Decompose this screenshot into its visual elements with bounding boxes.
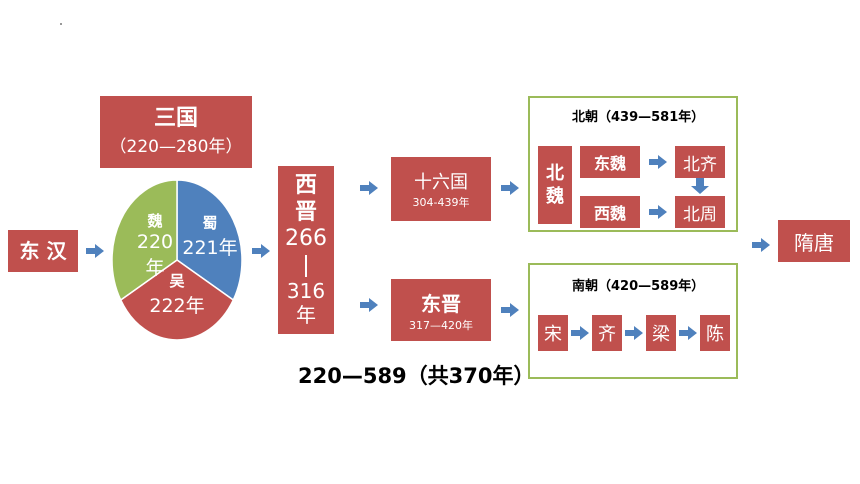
pie-slice-wei [112, 180, 178, 302]
qi-box: 齐 [592, 315, 622, 351]
liang-label: 梁 [652, 324, 670, 345]
wei-name: 魏 [147, 212, 163, 230]
northern-dynasties-frame: 北朝（439—581年） 北 魏 东魏 西魏 北齐 北周 [528, 96, 738, 232]
shu-name: 蜀 [202, 214, 218, 232]
shu-year: 221年 [182, 237, 238, 259]
arrow-icon [571, 326, 589, 340]
wei-label-group: 魏 220年 [130, 210, 180, 280]
arrow-icon [86, 244, 104, 258]
western-jin-start: 266 [285, 226, 327, 252]
western-wei-label: 西魏 [593, 204, 626, 223]
sui-tang-label: 隋唐 [794, 230, 834, 255]
northern-zhou-label: 北周 [683, 204, 717, 225]
arrow-icon [360, 298, 378, 312]
arrow-down-icon [691, 178, 709, 194]
eastern-jin-title: 东晋 [421, 291, 461, 316]
arrow-icon [252, 244, 270, 258]
liang-box: 梁 [646, 315, 676, 351]
eastern-wei-label: 东魏 [593, 154, 626, 173]
song-box: 宋 [538, 315, 568, 351]
western-jin-char2: 晋 [294, 199, 317, 225]
pie-slice-wu [119, 259, 235, 340]
northern-qi-box: 北齐 [675, 146, 725, 178]
sixteen-kingdoms-years: 304-439年 [412, 196, 470, 209]
eastern-jin-years: 317—420年 [409, 318, 473, 332]
three-kingdoms-pie [112, 180, 242, 340]
arrow-icon [501, 181, 519, 195]
sixteen-kingdoms-title: 十六国 [414, 172, 468, 193]
period-caption: 220—589（共370年） [298, 364, 535, 388]
arrow-icon [649, 205, 667, 219]
northern-wei-char2: 魏 [546, 186, 564, 207]
wei-year: 220年 [136, 231, 174, 279]
eastern-wei-box: 东魏 [580, 146, 640, 178]
chen-label: 陈 [706, 324, 724, 345]
northern-zhou-box: 北周 [675, 196, 725, 228]
northern-wei-box: 北 魏 [538, 146, 572, 224]
arrow-icon [679, 326, 697, 340]
arrow-icon [625, 326, 643, 340]
three-kingdoms-years: （220—280年） [109, 136, 243, 157]
pie-slice-shu [176, 180, 242, 302]
qi-label: 齐 [598, 324, 616, 345]
stray-dot [60, 23, 62, 25]
arrow-icon [501, 303, 519, 317]
northern-wei-char1: 北 [546, 162, 564, 184]
three-kingdoms-box: 三国 （220—280年） [100, 96, 252, 168]
east-han-box: 东 汉 [8, 230, 78, 272]
sui-tang-box: 隋唐 [778, 220, 850, 262]
northern-qi-label: 北齐 [683, 154, 717, 175]
northern-dynasties-title: 北朝（439—581年） [572, 110, 705, 125]
wu-name: 吴 [169, 272, 185, 290]
wu-year: 222年 [149, 295, 205, 317]
sixteen-kingdoms-box: 十六国 304-439年 [391, 157, 491, 221]
arrow-icon [752, 238, 770, 252]
western-jin-char1: 西 [294, 173, 317, 199]
shu-label-group: 蜀 221年 [180, 212, 240, 260]
eastern-jin-box: 东晋 317—420年 [391, 279, 491, 341]
chen-box: 陈 [700, 315, 730, 351]
wu-label-group: 吴 222年 [145, 270, 209, 318]
western-wei-box: 西魏 [580, 196, 640, 228]
song-label: 宋 [544, 324, 562, 345]
east-han-label: 东 汉 [19, 239, 67, 263]
arrow-icon [649, 155, 667, 169]
western-jin-divider [305, 254, 307, 277]
three-kingdoms-title: 三国 [153, 106, 198, 132]
southern-dynasties-frame: 南朝（420—589年） 宋 齐 梁 陈 [528, 263, 738, 379]
arrow-icon [360, 181, 378, 195]
southern-dynasties-title: 南朝（420—589年） [572, 279, 705, 294]
western-jin-end: 316年 [286, 278, 326, 327]
western-jin-box: 西 晋 266 316年 [278, 166, 334, 334]
